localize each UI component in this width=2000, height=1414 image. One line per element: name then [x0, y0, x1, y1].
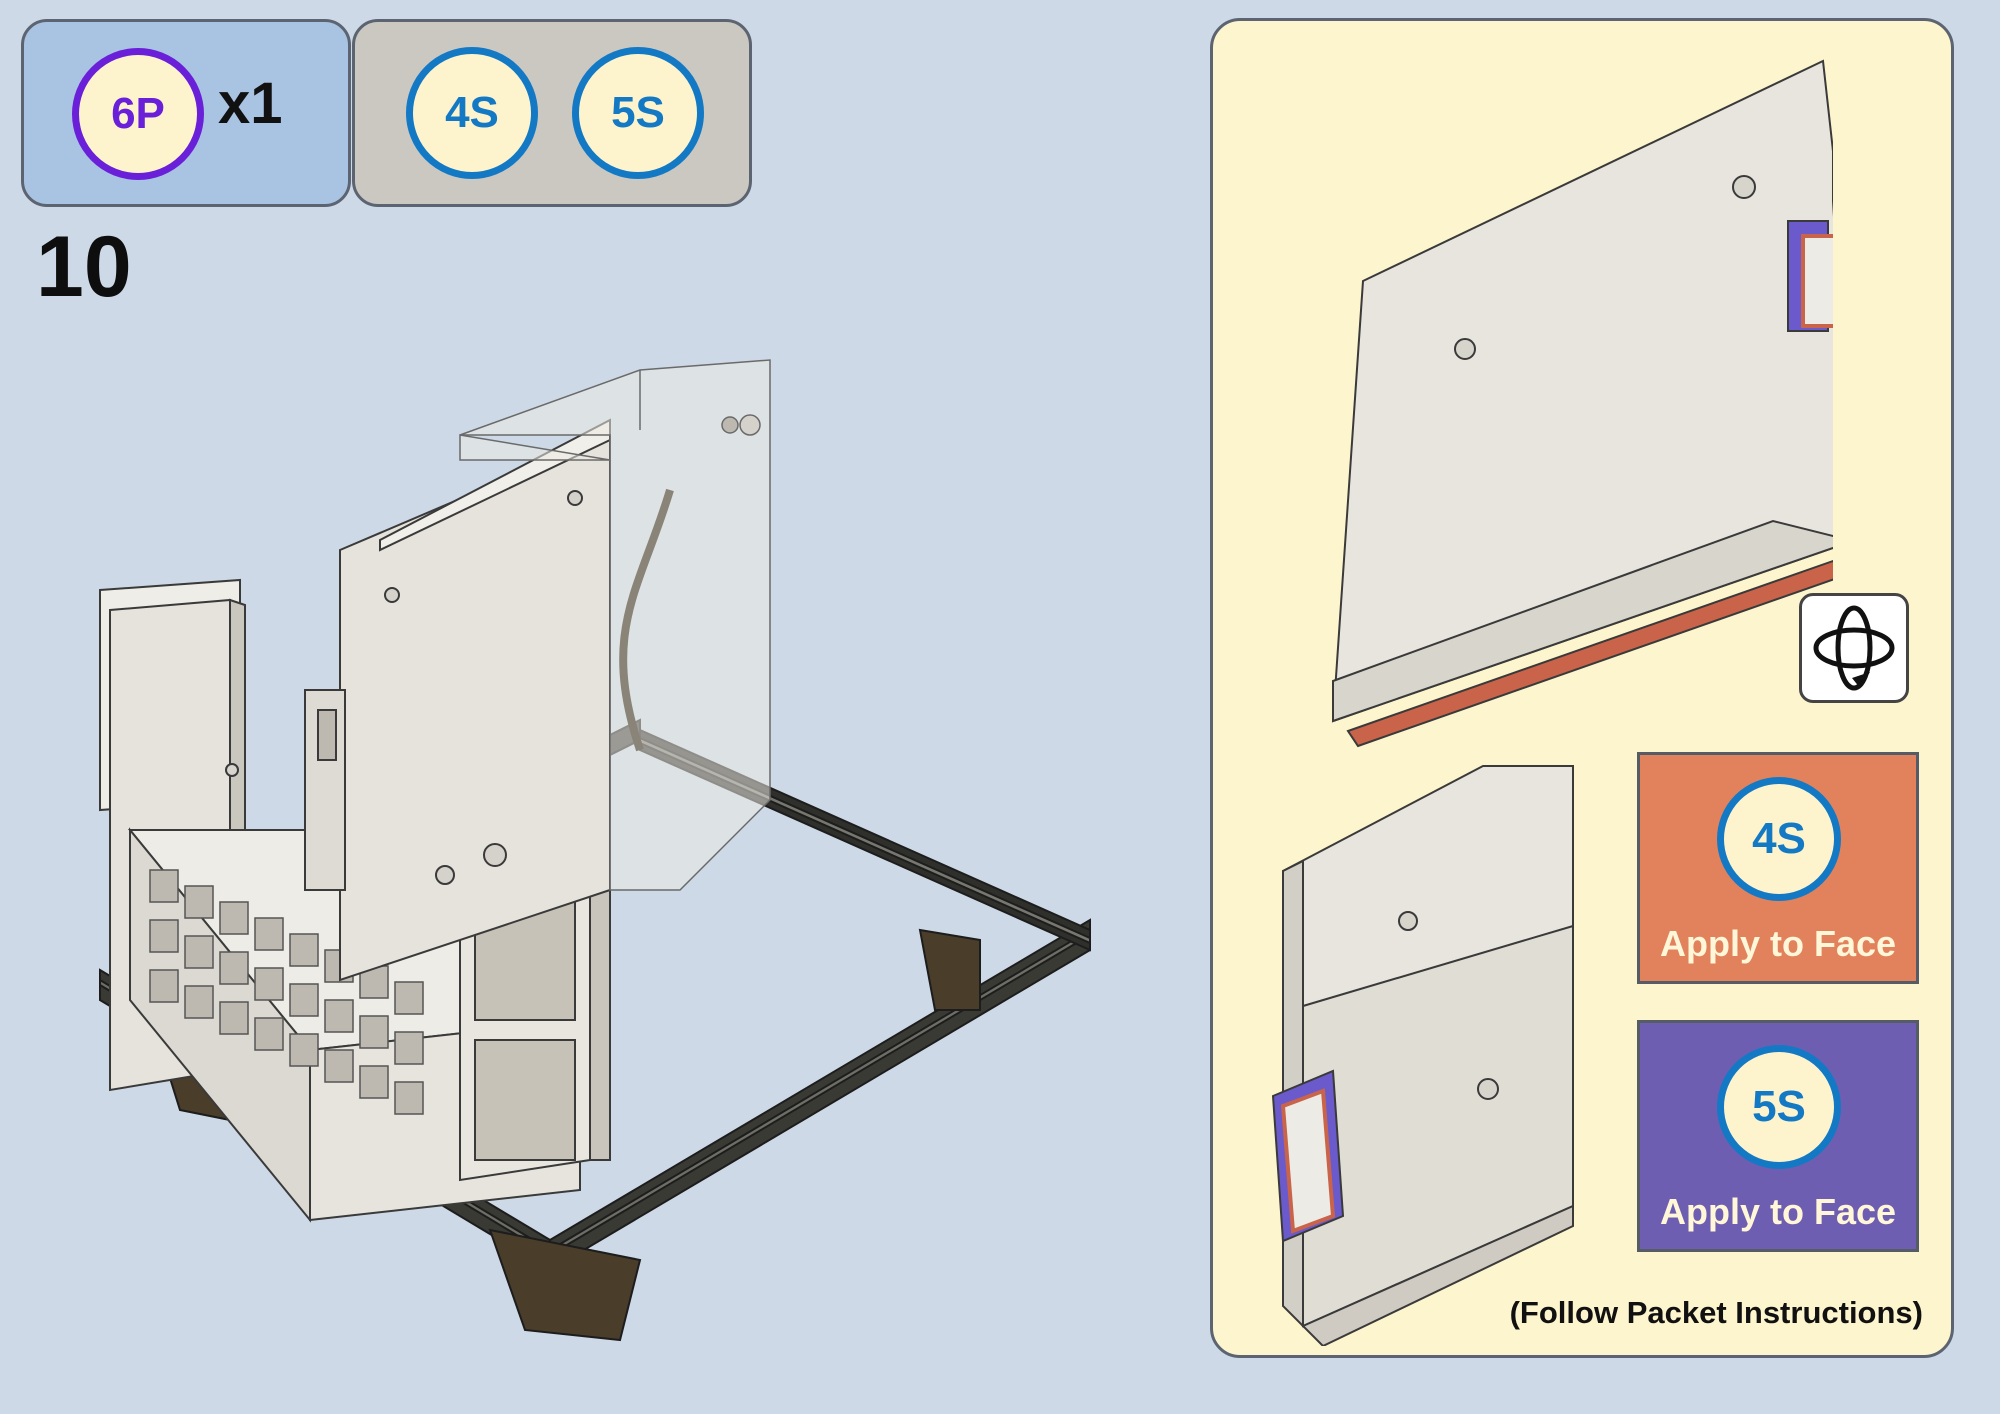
- supplies-box: 4S 5S: [352, 19, 752, 207]
- part-quantity: x1: [218, 71, 283, 136]
- detail-view-face-bottom: [1271, 765, 1574, 1346]
- detail-view-face-top: [1331, 59, 1833, 748]
- detail-panel: 4S Apply to Face 5S Apply to Face (Follo…: [1210, 18, 1954, 1358]
- part-badge-label: 6P: [111, 89, 165, 138]
- step-number: 10: [36, 219, 132, 315]
- assembly-render: [99, 359, 1091, 1342]
- packet-instructions-note: (Follow Packet Instructions): [1509, 1295, 1923, 1330]
- supply-badge-label: 5S: [611, 88, 665, 137]
- rotate-3d-icon: [1799, 593, 1909, 703]
- legend-4s-badge: 4S: [1717, 777, 1841, 901]
- legend-badge-label: 5S: [1752, 1082, 1806, 1131]
- legend-4s-card: 4S Apply to Face: [1637, 752, 1919, 984]
- supply-badge-4s: 4S: [406, 47, 538, 179]
- grid-cells: [149, 869, 424, 1115]
- supply-badge-label: 4S: [445, 88, 499, 137]
- legend-5s-badge: 5S: [1717, 1045, 1841, 1169]
- rotate-icon-graphic: [1813, 605, 1895, 691]
- part-badge-6p: 6P: [72, 48, 204, 180]
- main-part-box: 6P x1: [21, 19, 351, 207]
- legend-5s-text: Apply to Face: [1659, 1191, 1897, 1232]
- legend-4s-text: Apply to Face: [1659, 923, 1897, 964]
- supply-badge-5s: 5S: [572, 47, 704, 179]
- transparent-bracket: [459, 359, 771, 891]
- legend-badge-label: 4S: [1752, 814, 1806, 863]
- legend-5s-card: 5S Apply to Face: [1637, 1020, 1919, 1252]
- vertical-panel: [304, 418, 611, 982]
